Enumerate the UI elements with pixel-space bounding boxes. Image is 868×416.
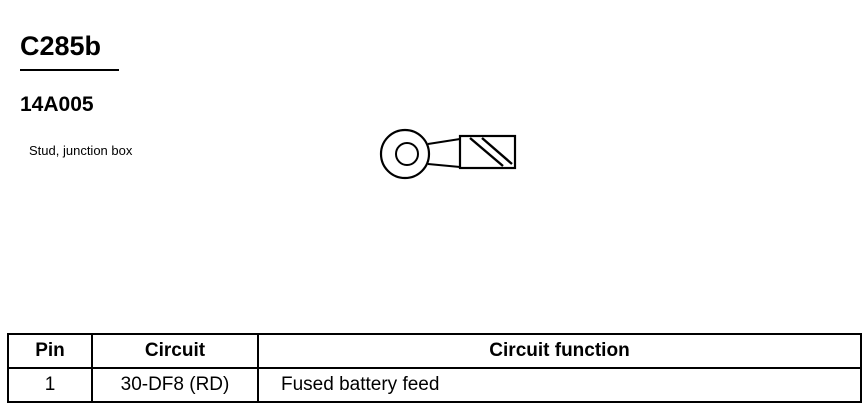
table-row: 1 30-DF8 (RD) Fused battery feed <box>7 367 862 403</box>
connector-description: Stud, junction box <box>29 143 133 158</box>
connector-id-underline <box>20 69 119 71</box>
pin-table: Pin Circuit Circuit function 1 30-DF8 (R… <box>7 333 862 403</box>
cell-pin: 1 <box>7 367 93 403</box>
ring-terminal-hole <box>395 142 419 166</box>
connector-id: C285b <box>20 31 102 61</box>
cell-circuit: 30-DF8 (RD) <box>91 367 259 403</box>
ring-terminal-icon <box>379 128 517 180</box>
header-pin: Pin <box>7 333 93 369</box>
header-circuit: Circuit <box>91 333 259 369</box>
ring-terminal-barrel <box>458 134 517 170</box>
cell-circuit-function: Fused battery feed <box>257 367 862 403</box>
ring-terminal-outer-ring <box>379 128 431 180</box>
header-circuit-function: Circuit function <box>257 333 862 369</box>
part-number: 14A005 <box>20 93 94 116</box>
pin-table-header-row: Pin Circuit Circuit function <box>7 333 862 369</box>
